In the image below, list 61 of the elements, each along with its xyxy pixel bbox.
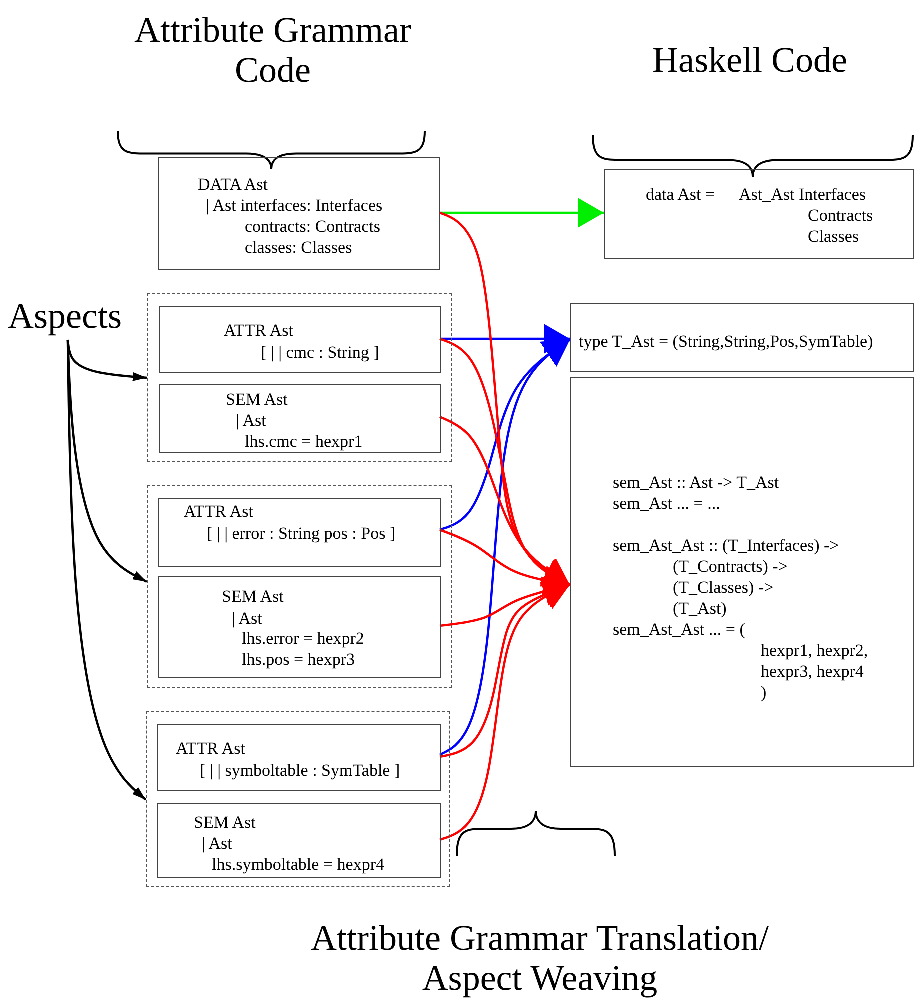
code-text: sem_Ast_Ast :: (T_Interfaces) -> [613,536,840,556]
code-box [158,157,440,270]
code-text: Ast_Ast Interfaces [739,185,866,205]
code-text: SEM Ast [226,390,288,410]
code-text: [ | | symboltable : SymTable ] [200,761,400,781]
arrow [440,576,570,628]
code-text: type T_Ast = (String,String,Pos,SymTable) [579,332,874,352]
arrow [66,340,148,382]
arrow [440,324,570,354]
code-text: sem_Ast :: Ast -> T_Ast [613,473,780,493]
code-text: [ | | error : String pos : Pos ] [207,524,396,544]
code-box [158,498,441,567]
code-text: lhs.cmc = hexpr1 [245,432,363,452]
code-text: SEM Ast [222,587,284,607]
arrow [66,340,147,801]
code-box [158,576,441,678]
code-text: (T_Classes) -> [673,578,774,598]
code-box [570,377,914,767]
code-text: contracts: Contracts [245,217,380,237]
code-text: ATTR Ast [176,739,246,759]
heading-text: Attribute Grammar Translation/ Aspect Weaving [310,918,770,998]
code-text: classes: Classes [245,238,352,258]
dashed-group-box [146,711,450,887]
dashed-group-box [147,293,452,462]
code-text: | Ast [236,411,266,431]
code-box [570,303,914,372]
code-text: ATTR Ast [224,321,294,341]
code-text: ATTR Ast [184,502,254,522]
arrow [440,416,571,586]
code-text: sem_Ast ... = ... [613,494,720,514]
code-box [159,384,441,453]
arrow [440,580,570,758]
code-text: | Ast [202,834,232,854]
code-text: lhs.symboltable = hexpr4 [212,855,384,875]
code-box [157,724,441,791]
code-text: lhs.error = hexpr2 [242,629,364,649]
code-text: data Ast = [646,185,716,205]
code-text: hexpr3, hexpr4 [761,662,864,682]
code-text: | Ast interfaces: Interfaces [206,196,383,216]
code-text: Classes [808,227,859,247]
code-text: (T_Ast) [673,599,727,619]
arrow [440,198,604,228]
code-text: Contracts [808,206,874,226]
code-text: lhs.pos = hexpr3 [242,650,355,670]
code-box [604,169,914,259]
code-text: | Ast [232,609,262,629]
aspects-heading: Aspects [8,292,133,340]
heading-text: Haskell Code [652,40,848,80]
code-text: (T_Contracts) -> [673,557,788,577]
arrow [439,339,571,756]
heading-text: Attribute Grammar Code [134,10,412,90]
code-text: ) [761,683,767,703]
dashed-group-box [147,485,452,688]
arrow [440,582,570,842]
code-box [159,306,441,373]
code-box [157,803,441,878]
code-text: DATA Ast [198,175,268,195]
code-text: sem_Ast_Ast ... = ( [613,620,746,640]
code-text: [ | | cmc : String ] [261,343,380,363]
code-text: SEM Ast [194,813,256,833]
code-text: hexpr1, hexpr2, [761,641,868,661]
